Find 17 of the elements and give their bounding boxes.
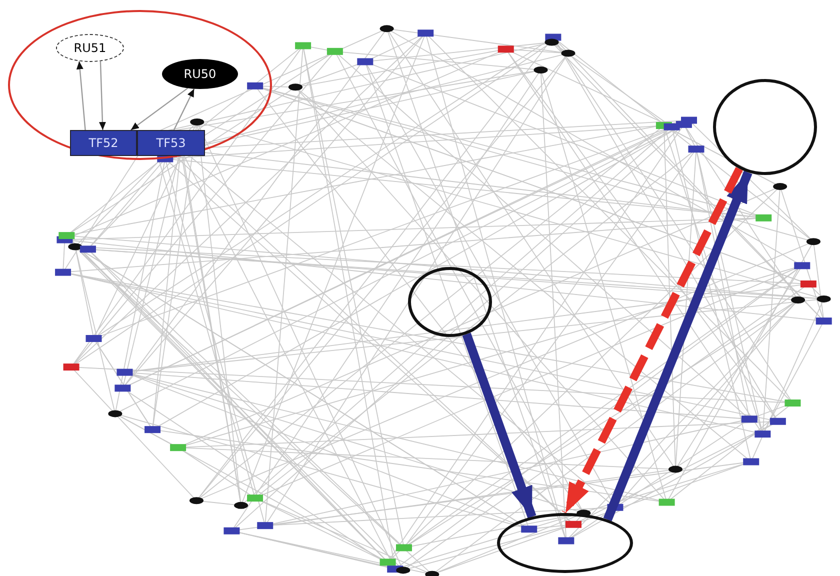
rect-node (137, 130, 205, 156)
highlight-ring (713, 79, 817, 175)
connector (130, 88, 188, 130)
rect-node (70, 130, 137, 156)
connector (98, 61, 106, 130)
node-label: TF53 (156, 136, 186, 150)
node-label: RU50 (184, 67, 216, 81)
arrow (562, 166, 743, 515)
arrow (603, 170, 752, 522)
connector (173, 88, 195, 130)
inset-ellipse (8, 10, 272, 160)
node-label: TF52 (88, 136, 118, 150)
highlight-ring (408, 267, 492, 337)
highlight-ring (497, 513, 633, 573)
arrow (462, 332, 536, 518)
connector (76, 61, 86, 130)
node-label: RU51 (74, 41, 106, 55)
